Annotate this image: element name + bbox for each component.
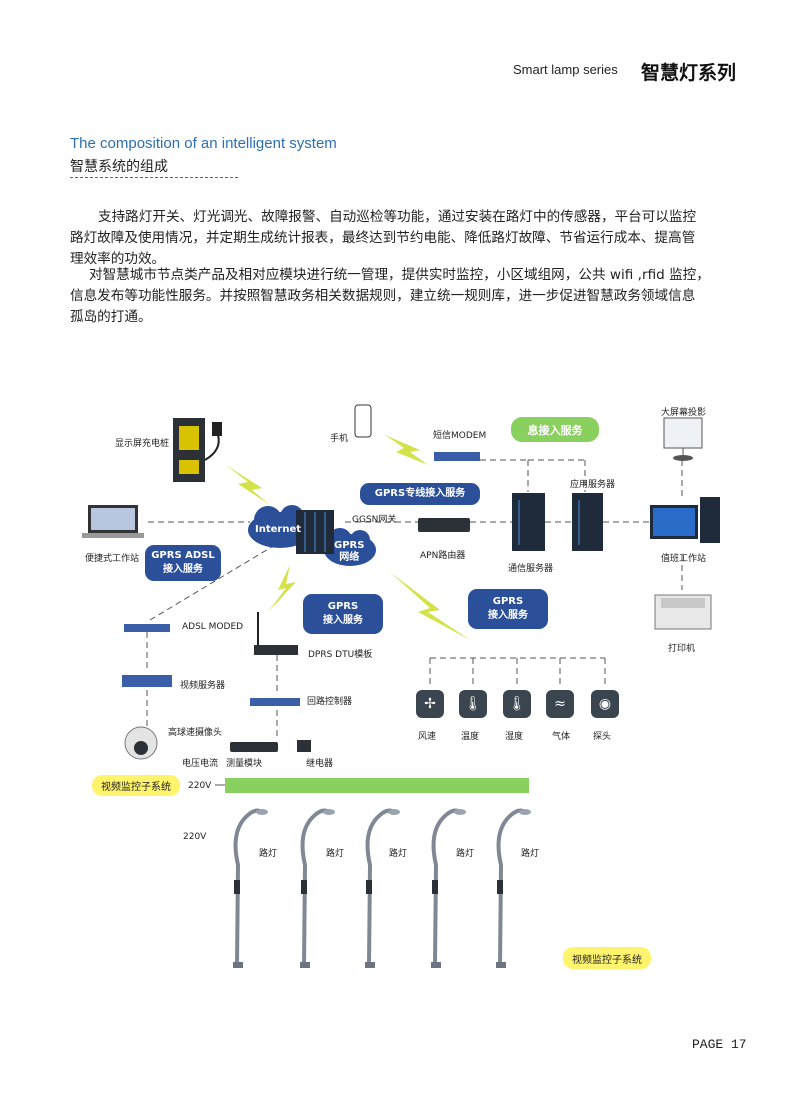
adsl-moded-label: ADSL MODED — [182, 622, 244, 632]
gprs-network-line-2: 网络 — [339, 552, 360, 563]
gprs-access-pill-b: GPRS 接入服务 — [468, 589, 548, 629]
p1-line-2: 路灯故障及使用情况，并定期生成统计报表，最终达到节约电能、降低路灯故障、节省运行… — [70, 230, 696, 246]
laptop-label: 便捷式工作站 — [85, 554, 140, 564]
gprs-access-pill-a: GPRS 接入服务 — [303, 594, 383, 634]
p2-line-1: 对智慧城市节点类产品及相对应模块进行统一管理，提供实时监控，小区域组网，公共 w… — [89, 267, 710, 283]
street-light-label-4: 路灯 — [456, 849, 475, 859]
voltage-current-label: 电压电流 — [182, 759, 219, 769]
temperature-sensor-icon: 🌡 — [459, 690, 487, 718]
loop-controller-label: 回路控制器 — [307, 697, 353, 707]
relay-label: 继电器 — [306, 759, 334, 769]
gas-sensor-icon: ≈ — [546, 690, 574, 718]
street-lamp-3 — [365, 808, 400, 968]
app-server-label: 应用服务器 — [570, 480, 616, 490]
gprs-adsl-pill: GPRS ADSL 接入服务 — [145, 545, 221, 581]
sensor-label-probe: 探头 — [593, 732, 612, 742]
street-lamp-1 — [233, 808, 268, 968]
p2-line-3: 孤岛的打通。 — [70, 309, 152, 325]
gprs-access-a-line-2: 接入服务 — [323, 615, 363, 626]
sms-service-pill: 息接入服务 — [511, 417, 599, 442]
humidity-sensor-icon: 🌡 — [503, 690, 531, 718]
phone-label: 手机 — [330, 434, 349, 444]
sensor-label-gas: 气体 — [552, 732, 571, 742]
gprs-network-line-1: GPRS — [334, 540, 365, 551]
section-title-cn: 智慧系统的组成 — [70, 159, 168, 175]
voltage-220v-label-2: 220V — [183, 832, 207, 842]
gprs-network-label: GPRS 网络 — [334, 540, 364, 564]
street-light-label-1: 路灯 — [259, 849, 278, 859]
apn-label: APN路由器 — [420, 551, 466, 561]
section-title-en: The composition of an intelligent system — [70, 135, 337, 152]
sensor-label-wind: 风速 — [418, 732, 437, 742]
video-subsystem-pill-2: 视频监控子系统 — [563, 947, 651, 969]
paragraph-2: 对智慧城市节点类产品及相对应模块进行统一管理，提供实时监控，小区域组网，公共 w… — [70, 265, 742, 328]
p2-line-2: 信息发布等功能性服务。并按照智慧政务相关数据规则，建立统一规则库，进一步促进智慧… — [70, 288, 696, 304]
street-light-label-5: 路灯 — [521, 849, 540, 859]
p1-line-3: 理效率的功效。 — [70, 251, 166, 267]
gprs-access-a-line-1: GPRS — [327, 601, 359, 612]
ggsn-label: GGSN网关 — [352, 515, 397, 525]
sms-modem-label: 短信MODEM — [433, 431, 487, 441]
duty-station-label: 值班工作站 — [661, 554, 707, 564]
video-server-label: 视频服务器 — [180, 681, 226, 691]
street-lamp-4 — [431, 808, 466, 968]
big-screen-label: 大屏幕投影 — [661, 408, 707, 418]
sensor-label-temperature: 温度 — [461, 732, 480, 742]
probe-sensor-icon: ◉ — [591, 690, 619, 718]
gprs-access-b-line-1: GPRS — [492, 596, 524, 607]
comm-server-label: 通信服务器 — [508, 564, 554, 574]
gprs-line-pill: GPRS专线接入服务 — [360, 483, 480, 505]
wind-sensor-icon: ✢ — [416, 690, 444, 718]
measure-module-label: 测量模块 — [226, 759, 263, 769]
sensor-label-humidity: 湿度 — [505, 732, 524, 742]
charging-pile-label: 显示屏充电桩 — [115, 439, 170, 449]
video-subsystem-pill-1: 视频监控子系统 — [92, 775, 180, 796]
street-light-label-3: 路灯 — [389, 849, 408, 859]
street-lamp-2 — [300, 808, 335, 968]
gprs-adsl-line-2: 接入服务 — [163, 564, 203, 575]
p1-line-1: 支持路灯开关、灯光调光、故障报警、自动巡检等功能，通过安装在路灯中的传感器，平台… — [98, 209, 697, 225]
dome-camera-label: 高球速摄像头 — [168, 728, 223, 738]
voltage-220v-label-1: 220V — [188, 781, 212, 791]
series-title-en: Smart lamp series — [513, 62, 618, 77]
gprs-access-b-line-2: 接入服务 — [488, 610, 528, 621]
dtu-label: DPRS DTU模板 — [308, 650, 373, 660]
street-light-label-2: 路灯 — [326, 849, 345, 859]
paragraph-1: 支持路灯开关、灯光调光、故障报警、自动巡检等功能，通过安装在路灯中的传感器，平台… — [70, 207, 742, 270]
page-number: PAGE 17 — [692, 1037, 747, 1052]
section-divider — [70, 177, 238, 178]
series-title-cn: 智慧灯系列 — [641, 62, 737, 84]
internet-label: Internet — [255, 524, 302, 535]
printer-label: 打印机 — [668, 644, 696, 654]
street-lamp-5 — [496, 808, 531, 968]
gprs-adsl-line-1: GPRS ADSL — [151, 550, 215, 561]
